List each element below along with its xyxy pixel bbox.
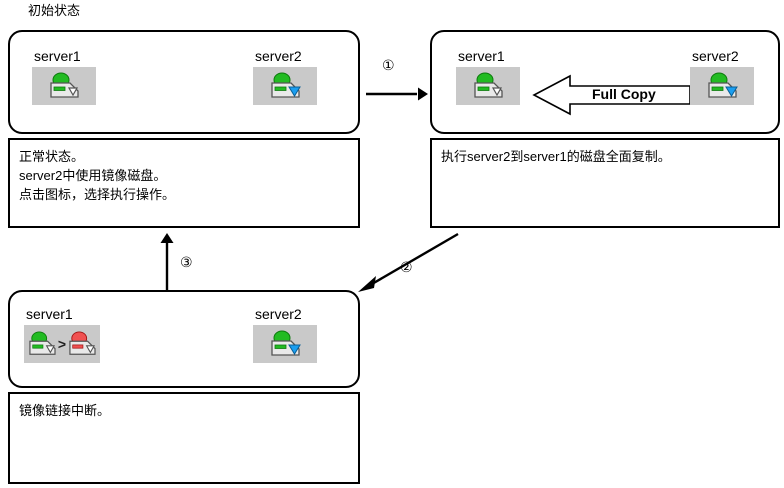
- server-green-mirror-icon: [269, 72, 301, 100]
- node-label: server2: [692, 48, 739, 64]
- step-number-3: ③: [180, 254, 193, 270]
- mirror-break-separator: >: [57, 336, 67, 352]
- connector-step-3: [155, 232, 179, 290]
- server-green-mirror-icon: [706, 72, 738, 100]
- state-box-full-copy: server1 Full Copy server2: [430, 30, 780, 134]
- desc-line: 点击图标，选择执行操作。: [19, 187, 176, 202]
- desc-line: 镜像链接中断。: [19, 403, 111, 418]
- icon-plate[interactable]: [456, 67, 520, 105]
- state-box-initial: server1 server2: [8, 30, 360, 134]
- desc-box-initial: 正常状态。 server2中使用镜像磁盘。 点击图标，选择执行操作。: [8, 138, 360, 228]
- desc-line: 正常状态。: [19, 149, 85, 164]
- server-red-icon: [67, 331, 97, 357]
- desc-line: server2中使用镜像磁盘。: [19, 168, 167, 183]
- node-label: server1: [34, 48, 81, 64]
- arrow-up-icon: [160, 233, 174, 290]
- full-copy-label: Full Copy: [592, 86, 656, 102]
- server-green-icon: [27, 331, 57, 357]
- icon-plate[interactable]: [690, 67, 754, 105]
- icon-plate[interactable]: [253, 325, 317, 363]
- step-number-2: ②: [400, 259, 413, 275]
- server-green-mirror-icon: [269, 330, 301, 358]
- arrow-down-left-icon: [358, 232, 459, 292]
- desc-box-mirror-broken: 镜像链接中断。: [8, 392, 360, 484]
- node-label: server2: [255, 306, 302, 322]
- node-server2-initial[interactable]: server2: [253, 48, 317, 105]
- icon-plate[interactable]: [32, 67, 96, 105]
- page-title: 初始状态: [28, 3, 81, 18]
- arrow-right-icon: [366, 87, 428, 101]
- node-label: server1: [458, 48, 505, 64]
- connector-step-1: [366, 82, 428, 106]
- desc-box-full-copy: 执行server2到server1的磁盘全面复制。: [430, 138, 780, 228]
- node-label: server1: [26, 306, 73, 322]
- block-arrow-left-icon: [532, 74, 691, 116]
- node-server2-full-copy[interactable]: server2: [690, 48, 754, 105]
- desc-line: 执行server2到server1的磁盘全面复制。: [441, 149, 671, 164]
- node-server1-broken[interactable]: server1 >: [24, 306, 100, 363]
- icon-plate[interactable]: >: [24, 325, 100, 363]
- server-green-icon: [48, 72, 80, 100]
- server-green-icon: [472, 72, 504, 100]
- full-copy-arrow: Full Copy: [532, 74, 692, 116]
- step-number-1: ①: [382, 57, 395, 73]
- state-box-mirror-broken: server1 >: [8, 290, 360, 388]
- node-server2-broken[interactable]: server2: [253, 306, 317, 363]
- connector-step-2: [350, 232, 462, 294]
- node-server1-initial[interactable]: server1: [32, 48, 96, 105]
- node-label: server2: [255, 48, 302, 64]
- node-server1-full-copy[interactable]: server1: [456, 48, 520, 105]
- icon-plate[interactable]: [253, 67, 317, 105]
